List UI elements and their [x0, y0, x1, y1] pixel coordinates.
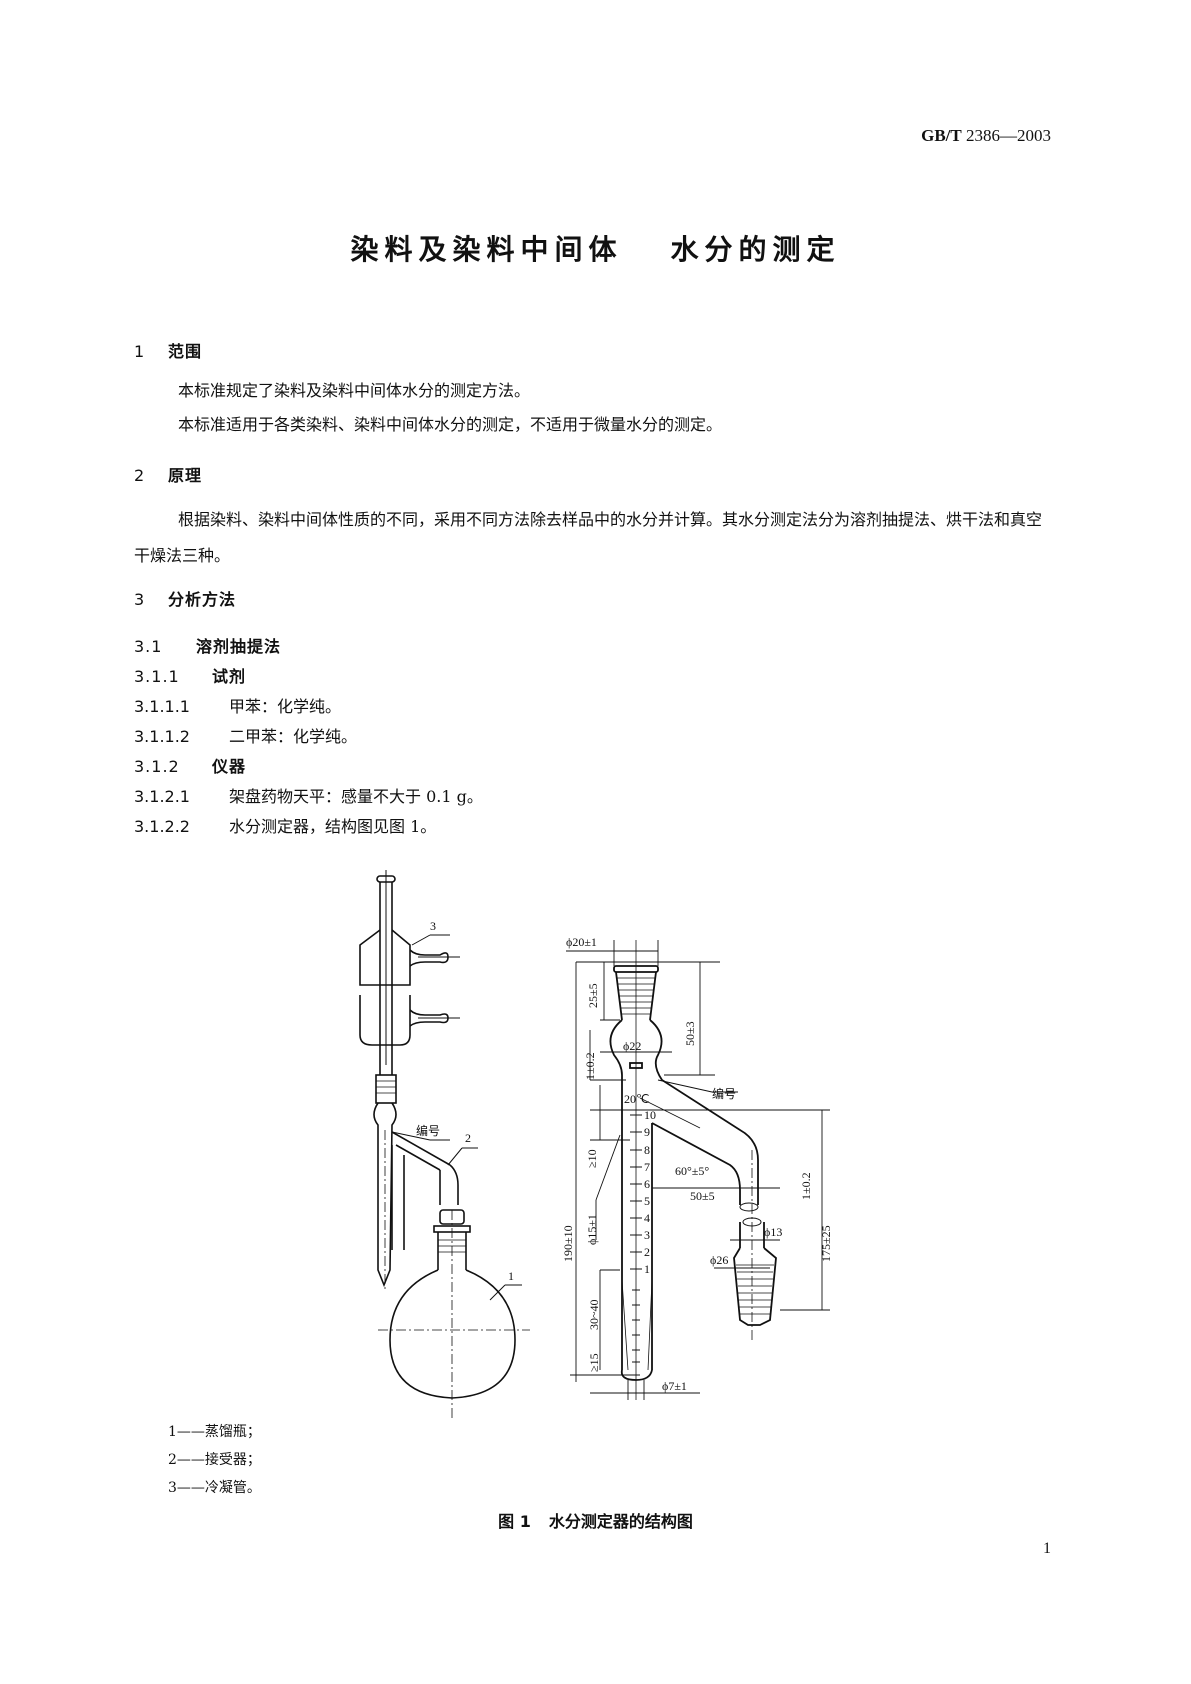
dim-top-diameter: ϕ20±1	[566, 935, 597, 949]
subsection-text: 架盘药物天平：感量不大于 0.1 g。	[229, 787, 483, 806]
svg-text:6: 6	[644, 1177, 650, 1191]
subsection-3-1-1-1: 3.1.1.1 甲苯：化学纯。	[134, 692, 483, 722]
title-part-2: 水分的测定	[670, 233, 841, 266]
dim-angle: 60°±5°	[675, 1164, 709, 1178]
document-title: 染料及染料中间体 水分的测定	[0, 228, 1191, 268]
title-part-1: 染料及染料中间体	[350, 233, 623, 266]
dim-ge-10: ≥10	[585, 1149, 599, 1168]
subsection-title: 仪器	[212, 757, 247, 776]
dim-50: 50±3	[683, 1021, 697, 1046]
svg-text:2: 2	[644, 1245, 650, 1259]
serial-label-left: 编号	[416, 1123, 440, 1138]
dim-1a: 1±0.2	[583, 1052, 597, 1080]
subsection-number: 3.1.1	[134, 667, 180, 686]
subsection-number: 3.1	[134, 637, 163, 656]
section-1-heading: 1 范围	[134, 338, 202, 362]
svg-text:1: 1	[644, 1262, 650, 1276]
right-dimension-labels: ϕ20±1 25±5 50±3 ϕ22 1±0.2 20℃ 编号 ≥10 60°…	[561, 935, 833, 1393]
subsection-number: 3.1.2.1	[134, 787, 190, 806]
subsection-number: 3.1.1.2	[134, 727, 190, 746]
svg-text:3: 3	[644, 1228, 650, 1242]
legend-item-2: 2——接受器；	[168, 1452, 261, 1468]
svg-text:8: 8	[644, 1143, 650, 1157]
dim-15: ϕ15±1	[585, 1214, 599, 1245]
section-1-para-1: 本标准规定了染料及染料中间体水分的测定方法。	[178, 381, 531, 400]
callout-2: 2	[465, 1131, 471, 1145]
scale-numbers: 10 9 8 7 6 5 4 3 2 1	[644, 1108, 656, 1276]
caption-number: 图 1	[498, 1512, 531, 1531]
subsection-number: 3.1.1.1	[134, 697, 190, 716]
section-title: 分析方法	[168, 590, 237, 609]
figure-legend: 1——蒸馏瓶； 2——接受器； 3——冷凝管。	[168, 1418, 261, 1502]
subsection-3-1: 3.1 溶剂抽提法	[134, 632, 483, 662]
subsection-3-1-2: 3.1.2 仪器	[134, 752, 483, 782]
dim-26: ϕ26	[710, 1253, 728, 1267]
dim-bulb-diameter: ϕ22	[623, 1039, 641, 1053]
dim-175: 175±25	[819, 1225, 833, 1262]
callout-3: 3	[430, 919, 436, 933]
caption-text: 水分测定器的结构图	[548, 1512, 693, 1531]
dim-30-40: 30~40	[587, 1300, 601, 1331]
section-number: 2	[134, 466, 146, 485]
section-title: 范围	[168, 342, 203, 361]
svg-text:7: 7	[644, 1160, 650, 1174]
dim-25: 25±5	[586, 983, 600, 1008]
svg-text:10: 10	[644, 1108, 656, 1122]
callout-1: 1	[508, 1269, 514, 1283]
subsection-3-1-2-1: 3.1.2.1 架盘药物天平：感量不大于 0.1 g。	[134, 782, 483, 812]
svg-text:5: 5	[644, 1194, 650, 1208]
section-number: 3	[134, 590, 146, 609]
figure-caption: 图 1 水分测定器的结构图	[0, 1508, 1191, 1532]
subsection-title: 试剂	[212, 667, 247, 686]
serial-label-right: 编号	[712, 1086, 736, 1101]
standard-number: GB/T 2386—2003	[921, 126, 1051, 146]
subsection-3-1-1: 3.1.1 试剂	[134, 662, 483, 692]
dim-50-width: 50±5	[690, 1189, 715, 1203]
legend-item-1: 1——蒸馏瓶；	[168, 1424, 261, 1440]
section-2-para-1: 根据染料、染料中间体性质的不同，采用不同方法除去样品中的水分并计算。其水分测定法…	[134, 510, 1043, 565]
subsection-text: 甲苯：化学纯。	[229, 697, 342, 716]
dim-ge-15: ≥15	[587, 1353, 601, 1372]
subsection-number: 3.1.2	[134, 757, 180, 776]
dim-190: 190±10	[561, 1225, 575, 1262]
svg-text:4: 4	[644, 1211, 650, 1225]
dim-13: ϕ13	[764, 1225, 782, 1239]
subsection-list: 3.1 溶剂抽提法 3.1.1 试剂 3.1.1.1 甲苯：化学纯。 3.1.1.2 二…	[134, 632, 483, 842]
left-apparatus	[359, 870, 530, 1418]
section-number: 1	[134, 342, 146, 361]
subsection-3-1-2-2: 3.1.2.2 水分测定器，结构图见图 1。	[134, 812, 483, 842]
section-title: 原理	[168, 466, 203, 485]
dim-temperature: 20℃	[624, 1092, 649, 1106]
section-2-heading: 2 原理	[134, 462, 202, 486]
subsection-title: 溶剂抽提法	[196, 637, 282, 656]
subsection-number: 3.1.2.2	[134, 817, 190, 836]
page-number: 1	[1043, 1540, 1051, 1557]
dim-7: ϕ7±1	[662, 1379, 687, 1393]
legend-item-3: 3——冷凝管。	[168, 1480, 261, 1496]
subsection-text: 二甲苯：化学纯。	[229, 727, 358, 746]
subsection-text: 水分测定器，结构图见图 1。	[229, 817, 437, 836]
svg-text:9: 9	[644, 1125, 650, 1139]
standard-prefix: GB/T	[921, 126, 962, 145]
dim-1b: 1±0.2	[799, 1172, 813, 1200]
right-receiver-drawing	[566, 940, 830, 1400]
section-3-heading: 3 分析方法	[134, 586, 236, 610]
subsection-3-1-1-2: 3.1.1.2 二甲苯：化学纯。	[134, 722, 483, 752]
standard-code: 2386—2003	[966, 126, 1051, 145]
left-callouts: 3 2 1 编号	[416, 919, 514, 1283]
section-1-para-2: 本标准适用于各类染料、染料中间体水分的测定，不适用于微量水分的测定。	[178, 415, 723, 434]
